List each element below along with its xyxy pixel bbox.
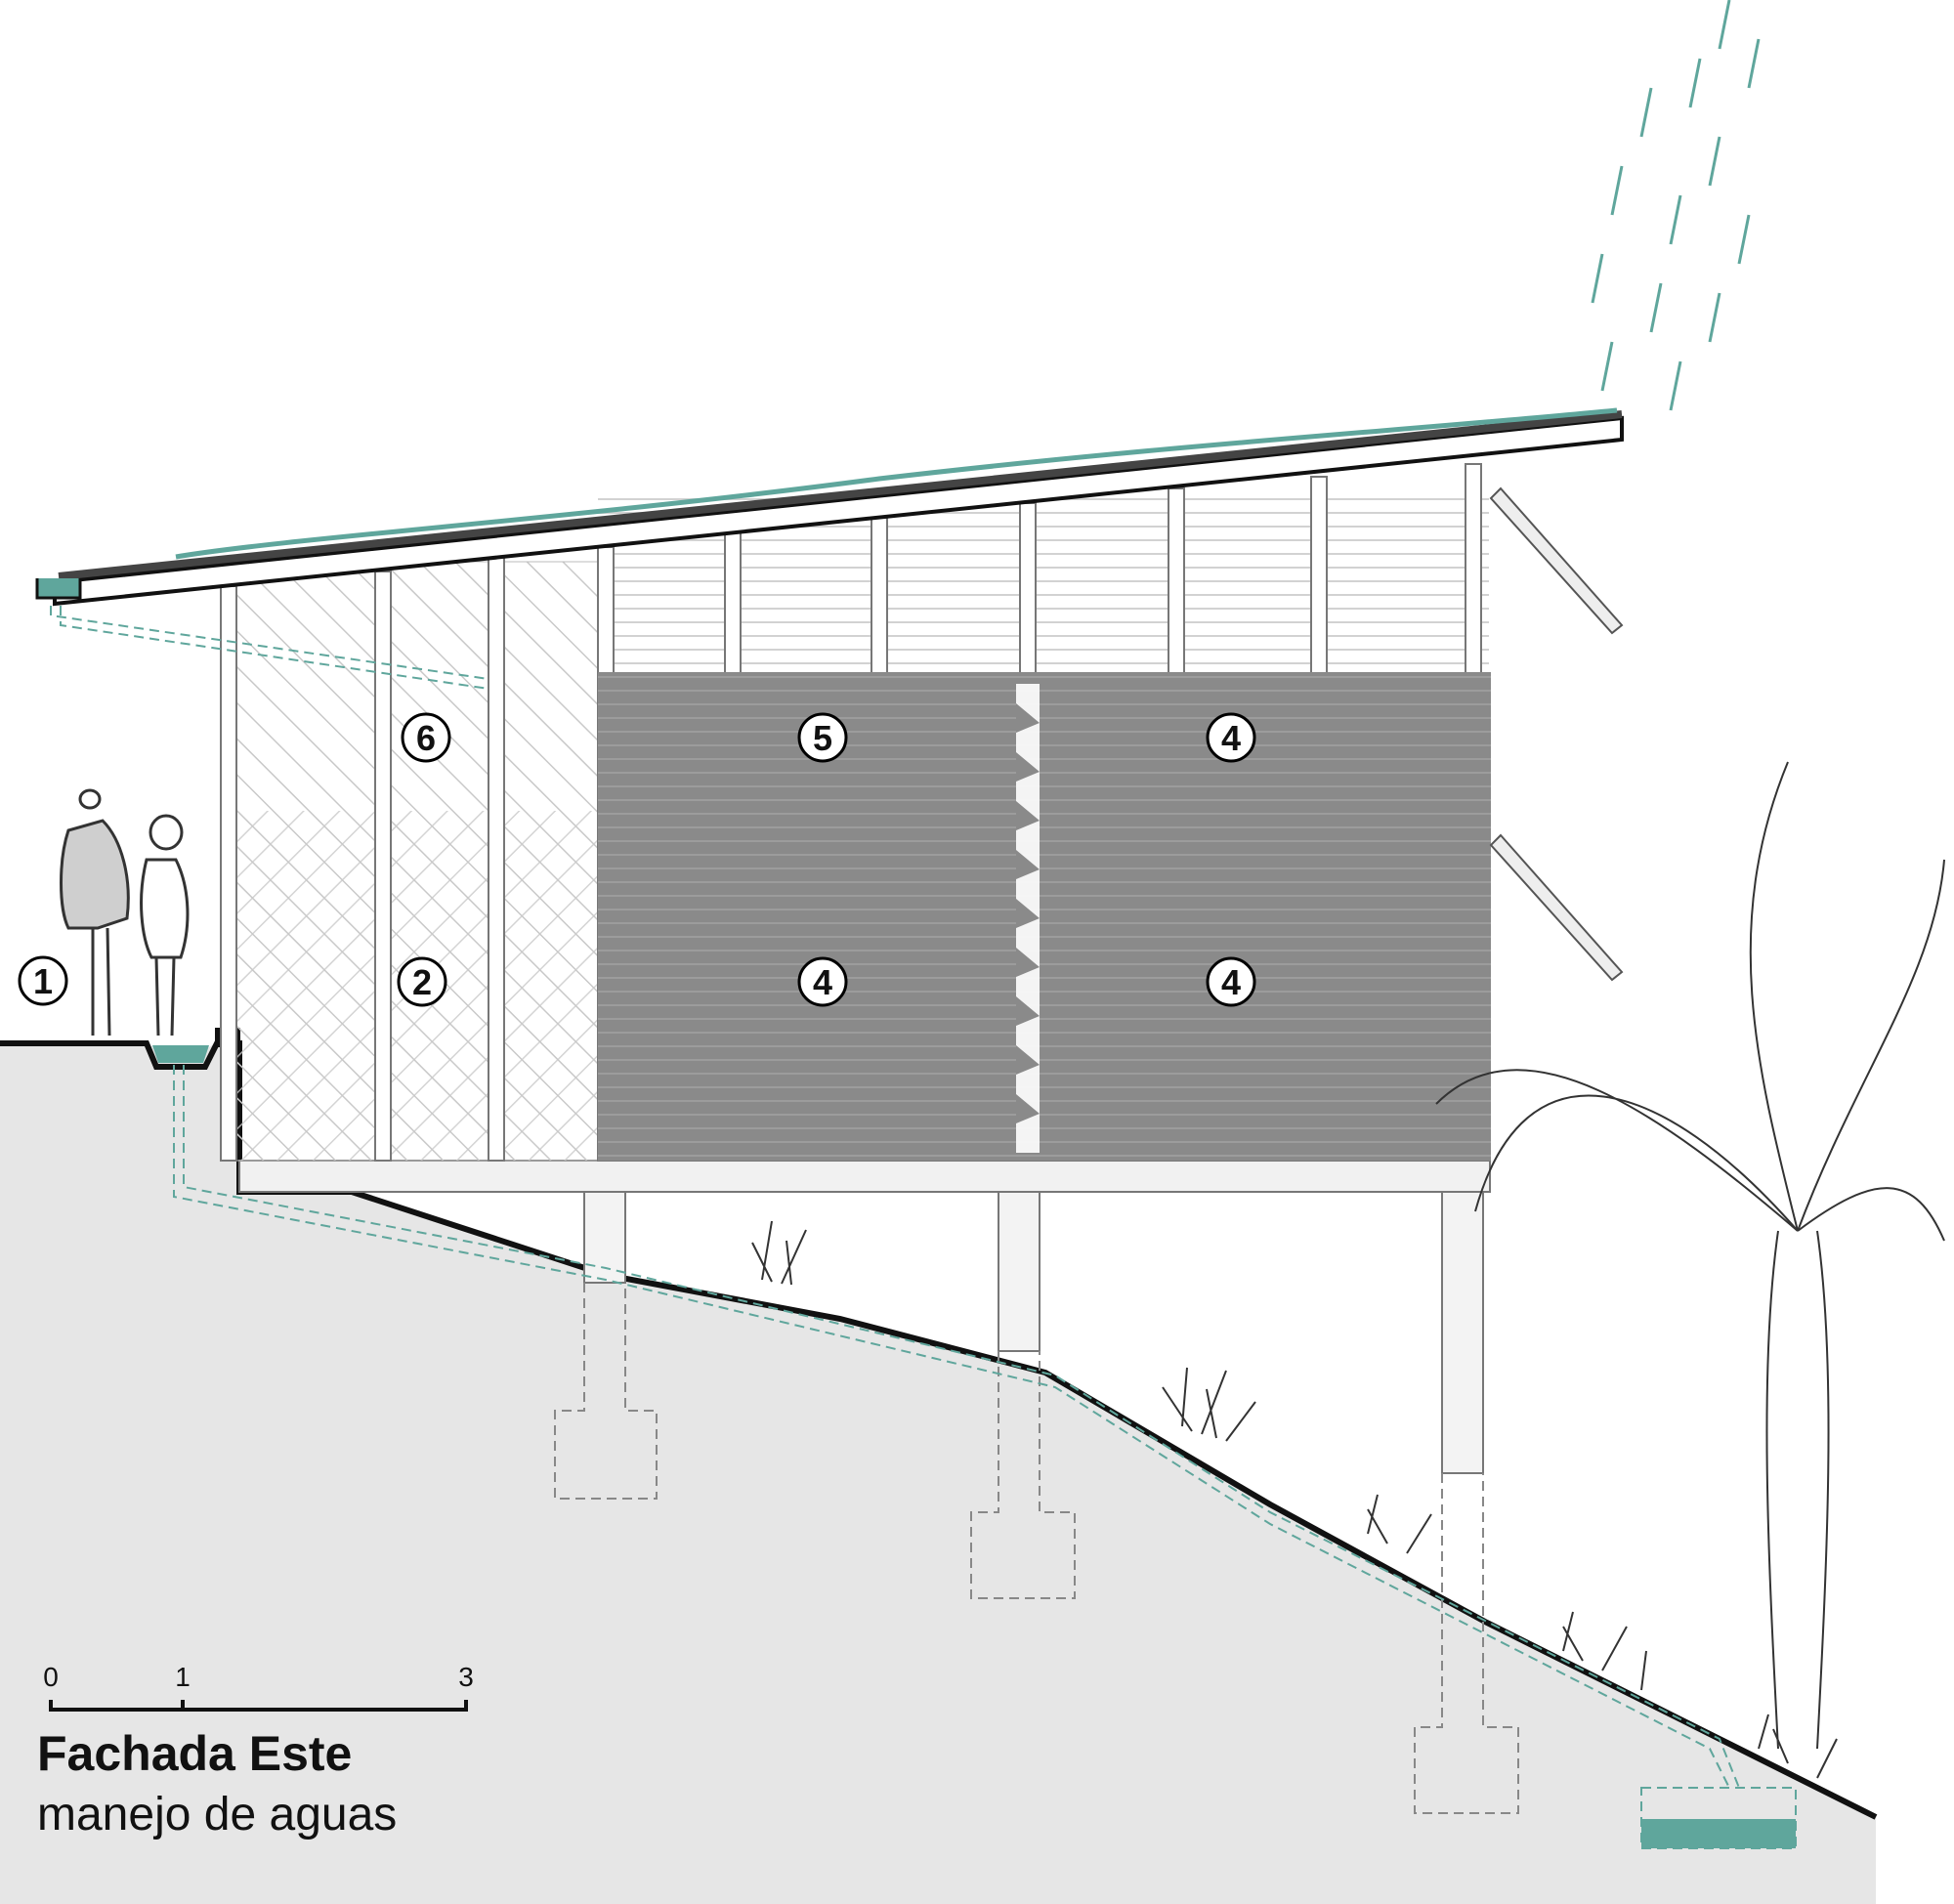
vent-strip-marks xyxy=(1016,703,1040,1123)
callout-4c: 4 xyxy=(1206,712,1256,763)
roof-water xyxy=(175,407,1618,560)
cistern xyxy=(1640,1787,1797,1849)
scale-bar: 0 1 3 xyxy=(43,1662,474,1712)
title-block: Fachada Este manejo de aguas xyxy=(37,1727,397,1843)
drawing-title: Fachada Este xyxy=(37,1726,353,1781)
callout-5-label: 5 xyxy=(813,718,832,758)
ground-section xyxy=(0,1043,1876,1904)
callout-4b-label: 4 xyxy=(1221,962,1241,1002)
roof-top xyxy=(58,410,1623,580)
callout-4a-label: 4 xyxy=(813,962,832,1002)
banana-plant xyxy=(1435,761,1945,1750)
callout-1: 1 xyxy=(18,955,68,1006)
rain xyxy=(1591,0,1761,411)
grass xyxy=(751,1220,1838,1779)
scale-label-1: 1 xyxy=(175,1662,191,1692)
callout-6-label: 6 xyxy=(416,718,436,758)
callout-6: 6 xyxy=(401,712,451,763)
scale-label-0: 0 xyxy=(43,1662,59,1692)
callout-4c-label: 4 xyxy=(1221,718,1241,758)
earth-wall-texture xyxy=(598,672,1491,1161)
people xyxy=(60,788,190,1037)
water-channel xyxy=(152,1045,209,1063)
drawing-subtitle: manejo de aguas xyxy=(37,1789,398,1841)
callout-4a: 4 xyxy=(797,956,848,1007)
foundations xyxy=(554,1283,1519,1814)
piles xyxy=(583,1189,1484,1474)
shutters xyxy=(1489,487,1624,982)
gutter xyxy=(35,578,82,600)
callout-1-label: 1 xyxy=(33,961,53,1001)
callout-4b: 4 xyxy=(1206,956,1256,1007)
callout-5: 5 xyxy=(797,712,848,763)
floor-slab xyxy=(238,1160,1491,1193)
water-pipes xyxy=(50,606,1740,1789)
cistern-water xyxy=(1641,1819,1796,1848)
scale-label-3: 3 xyxy=(458,1662,474,1692)
callout-2-label: 2 xyxy=(412,962,432,1002)
callout-2: 2 xyxy=(397,956,447,1007)
